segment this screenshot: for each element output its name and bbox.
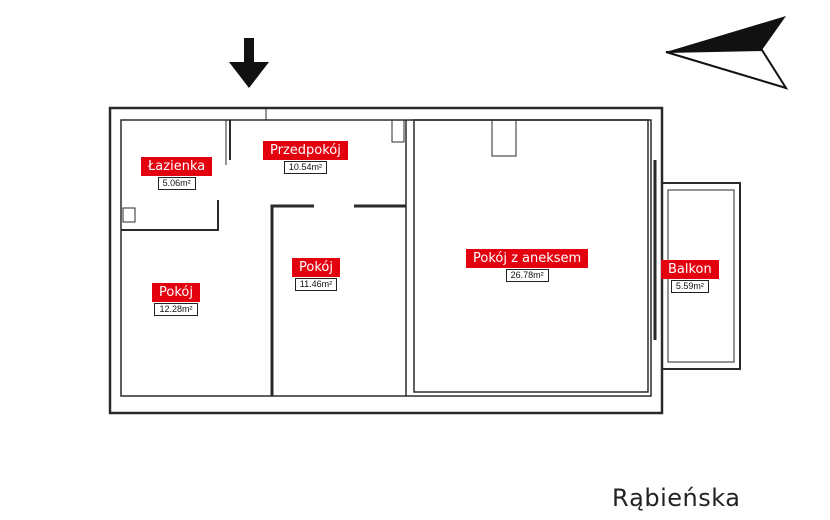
- room-area: 10.54m²: [283, 161, 327, 174]
- room-name: Pokój: [152, 283, 200, 302]
- room-label-living-kitchen: Pokój z aneksem 26.78m²: [466, 249, 589, 282]
- room-label-bathroom: Łazienka 5.06m²: [141, 157, 213, 190]
- north-arrow-icon: [665, 16, 789, 90]
- room-label-hallway: Przedpokój 10.54m²: [263, 141, 348, 174]
- room-area: 5.59m²: [670, 280, 709, 293]
- room-name: Pokój: [292, 258, 340, 277]
- walls: [108, 106, 741, 415]
- room-label-room-middle: Pokój 11.46m²: [292, 258, 340, 291]
- room-name: Pokój z aneksem: [466, 249, 589, 268]
- room-name: Łazienka: [141, 157, 213, 176]
- room-area: 26.78m²: [505, 269, 549, 282]
- street-name: Rąbieńska: [612, 484, 741, 512]
- room-name: Przedpokój: [263, 141, 348, 160]
- room-area: 5.06m²: [157, 177, 196, 190]
- entrance-arrow-icon: [229, 38, 269, 88]
- room-label-room-left: Pokój 12.28m²: [152, 283, 200, 316]
- room-name: Balkon: [661, 260, 719, 279]
- room-area: 12.28m²: [154, 303, 198, 316]
- room-label-balcony: Balkon 5.59m²: [661, 260, 719, 293]
- room-area: 11.46m²: [294, 278, 338, 291]
